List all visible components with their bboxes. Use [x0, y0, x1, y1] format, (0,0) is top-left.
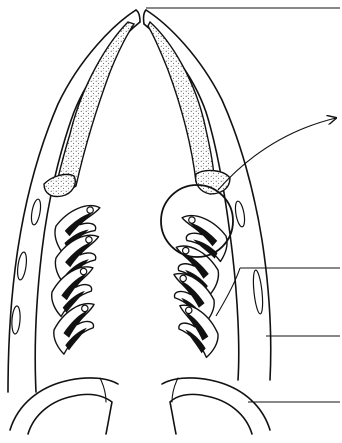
left-stippled-bone	[44, 22, 134, 197]
lower-right-arch	[162, 378, 270, 434]
lower-left-arch	[10, 378, 118, 434]
left-gill-lamellae	[46, 204, 107, 355]
right-lateral-cores	[234, 201, 264, 315]
right-gill-lamellae	[162, 214, 230, 359]
curved-arrow	[218, 118, 336, 190]
right-stippled-bone	[148, 22, 230, 194]
